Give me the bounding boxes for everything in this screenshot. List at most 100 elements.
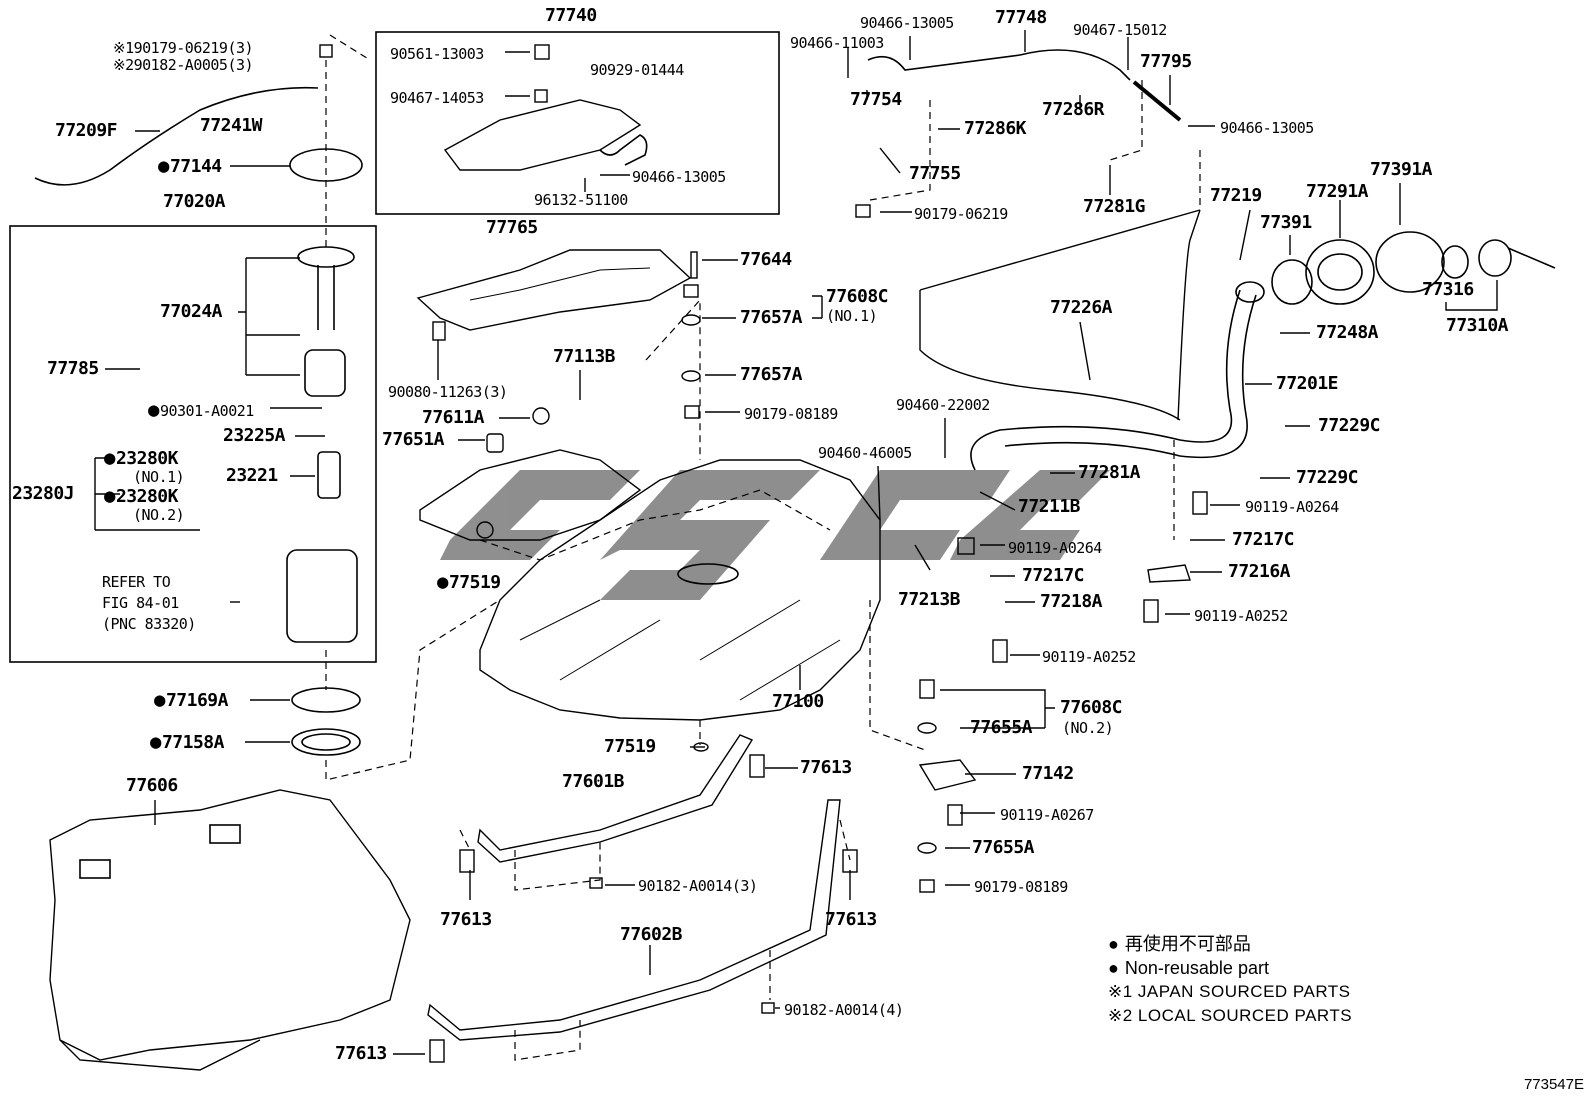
label-77613-c: 77613 bbox=[825, 909, 877, 930]
label-96132-51100: 96132-51100 bbox=[534, 191, 628, 209]
cap-77291A-inner bbox=[1317, 253, 1363, 291]
insulator-bottom-flange bbox=[59, 1039, 261, 1071]
legend-nonreusable: Non-reusable part bbox=[1108, 956, 1352, 980]
canister-group-frame bbox=[375, 31, 780, 215]
pump-filter-body bbox=[304, 349, 346, 397]
legend-jp-text: 再使用不可部品 bbox=[1124, 934, 1251, 954]
cap-77310A bbox=[1478, 239, 1512, 277]
diagram-code: 773547E bbox=[1523, 1076, 1584, 1093]
label-77611A: 77611A bbox=[422, 407, 485, 428]
label-90466-13005-vent: 90466-13005 bbox=[860, 14, 954, 32]
pump-guide-rods bbox=[317, 265, 335, 330]
label-90466-13005-canister: 90466-13005 bbox=[632, 168, 726, 186]
fasteners bbox=[319, 44, 1208, 1063]
label-77755: 77755 bbox=[909, 163, 961, 184]
band-77602B bbox=[427, 799, 841, 1041]
label-90119-A0252-a: 90119-A0252 bbox=[1194, 607, 1288, 625]
legend-note-2: ※2 LOCAL SOURCED PARTS bbox=[1108, 1006, 1353, 1025]
label-77024A: 77024A bbox=[160, 301, 223, 322]
label-190179-06219: ※190179-06219(3) bbox=[113, 39, 254, 57]
vent-hose-77795 bbox=[1132, 80, 1182, 122]
label-77651A: 77651A bbox=[382, 429, 445, 450]
label-77286R: 77286R bbox=[1042, 99, 1105, 120]
label-90119-A0252-b: 90119-A0252 bbox=[1042, 648, 1136, 666]
filler-pipe-77201E bbox=[970, 289, 1241, 471]
label-77608C-no2: 77608C bbox=[1060, 697, 1123, 718]
label-90179-08189-b: 90179-08189 bbox=[974, 878, 1068, 896]
label-77644: 77644 bbox=[740, 249, 792, 270]
label-77291A: 77291A bbox=[1306, 181, 1369, 202]
label-90179-08189-a: 90179-08189 bbox=[744, 405, 838, 423]
legend-nonreusable-text: Non-reusable part bbox=[1124, 958, 1269, 978]
pump-set-plate bbox=[297, 246, 355, 268]
label-23280J: 23280J bbox=[12, 483, 75, 504]
cap-strap bbox=[1507, 247, 1556, 269]
label-90301-A0021: 90301-A0021 bbox=[148, 400, 254, 421]
tank-pump-opening bbox=[677, 563, 739, 585]
canister-body bbox=[443, 99, 642, 171]
dashed-guides bbox=[325, 34, 1201, 1061]
label-77519-tank: 77519 bbox=[437, 572, 501, 593]
label-23225A: 23225A bbox=[223, 425, 286, 446]
label-no2-b: (NO.2) bbox=[1062, 719, 1114, 737]
legend-jp-nonreusable: 再使用不可部品 bbox=[1108, 932, 1352, 956]
legend: 再使用不可部品 Non-reusable part ※1 JAPAN SOURC… bbox=[1108, 932, 1352, 1028]
label-90467-14053: 90467-14053 bbox=[390, 89, 484, 107]
label-77216A: 77216A bbox=[1228, 561, 1291, 582]
fuel-tank-top-section bbox=[419, 449, 642, 541]
label-90080-11263: 90080-11263(3) bbox=[388, 383, 508, 401]
protector-77765 bbox=[416, 249, 692, 331]
filler-pipe-77201E-inner bbox=[1004, 294, 1257, 459]
label-90119-A0267: 90119-A0267 bbox=[1000, 806, 1094, 824]
label-77657A-a: 77657A bbox=[740, 307, 803, 328]
label-77281A: 77281A bbox=[1078, 462, 1141, 483]
label-fig-84-01: FIG 84-01 bbox=[102, 594, 179, 612]
canister-hose bbox=[599, 134, 648, 166]
gasket-77391A bbox=[1375, 231, 1445, 293]
gasket-77391 bbox=[1271, 259, 1313, 305]
label-23280K-no1: 23280K bbox=[104, 448, 179, 469]
label-77602B: 77602B bbox=[620, 924, 683, 945]
gasket-77169A bbox=[291, 687, 361, 713]
label-90467-15012: 90467-15012 bbox=[1073, 21, 1167, 39]
label-77241W: 77241W bbox=[200, 115, 263, 136]
label-77219: 77219 bbox=[1210, 185, 1262, 206]
label-77655A-a: 77655A bbox=[970, 717, 1033, 738]
label-77613-d: 77613 bbox=[335, 1043, 387, 1064]
label-no1-b: (NO.1) bbox=[826, 307, 878, 325]
breather-tube-77226A bbox=[919, 209, 1201, 421]
label-77310A: 77310A bbox=[1446, 315, 1509, 336]
label-77142: 77142 bbox=[1022, 763, 1074, 784]
label-77740: 77740 bbox=[545, 5, 597, 26]
label-90466-13005-vent2: 90466-13005 bbox=[1220, 119, 1314, 137]
label-90460-22002: 90460-22002 bbox=[896, 396, 990, 414]
label-77754: 77754 bbox=[850, 89, 902, 110]
label-77655A-b: 77655A bbox=[972, 837, 1035, 858]
protector-rib bbox=[469, 267, 651, 301]
label-77606: 77606 bbox=[126, 775, 178, 796]
label-77316: 77316 bbox=[1422, 279, 1474, 300]
label-77613-a: 77613 bbox=[800, 757, 852, 778]
label-77657A-b: 77657A bbox=[740, 364, 803, 385]
label-90119-A0264-b: 90119-A0264 bbox=[1008, 539, 1102, 557]
pump-sub-assembly bbox=[286, 549, 358, 643]
label-90460-46005: 90460-46005 bbox=[818, 444, 912, 462]
label-77211B: 77211B bbox=[1018, 496, 1081, 517]
label-77229C-b: 77229C bbox=[1296, 467, 1359, 488]
label-90929-01444: 90929-01444 bbox=[590, 61, 684, 79]
label-77748: 77748 bbox=[995, 7, 1047, 28]
label-pnc-83320: (PNC 83320) bbox=[102, 615, 196, 633]
label-no1: (NO.1) bbox=[133, 468, 185, 486]
label-90182-A0014-3: 90182-A0014(3) bbox=[638, 877, 758, 895]
vent-tube-77748 bbox=[867, 49, 1131, 81]
legend-note-1: ※1 JAPAN SOURCED PARTS bbox=[1108, 982, 1351, 1001]
tank-rib-lines bbox=[519, 599, 841, 701]
heat-insulator-77606 bbox=[49, 789, 411, 1061]
cap-77291A bbox=[1305, 239, 1375, 305]
label-90182-A0014-4: 90182-A0014(4) bbox=[784, 1001, 904, 1019]
label-no2: (NO.2) bbox=[133, 506, 185, 524]
insulator-tab-1 bbox=[79, 859, 111, 879]
label-77248A: 77248A bbox=[1316, 322, 1379, 343]
label-77286K: 77286K bbox=[964, 118, 1027, 139]
